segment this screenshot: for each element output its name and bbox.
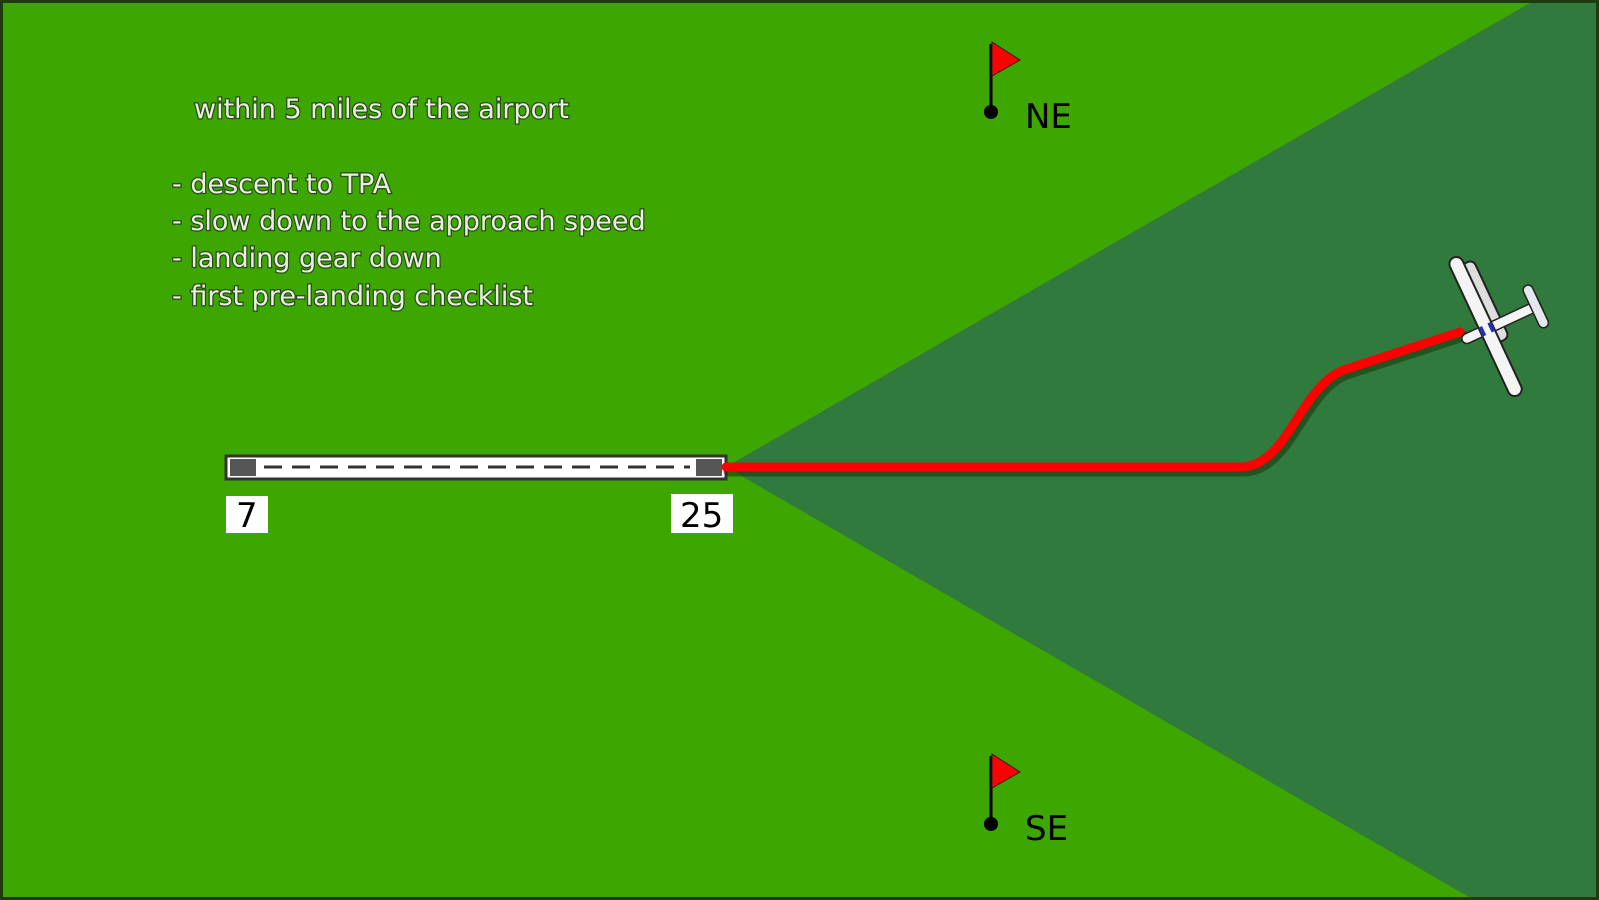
ne-marker-label: NE	[1025, 97, 1072, 137]
heading-text: within 5 miles of the airport	[194, 94, 569, 125]
runway	[224, 454, 728, 481]
checklist-item: - slow down to the approach speed	[172, 206, 646, 237]
airplane-icon	[1448, 255, 1550, 398]
runway-7-label-box	[226, 496, 268, 533]
se-marker-label: SE	[1025, 809, 1068, 849]
checklist-item: - landing gear down	[172, 243, 442, 274]
se-flag-icon	[984, 753, 1021, 831]
approach-zone-cone	[726, 3, 1596, 897]
runway-end-7: 7	[236, 496, 258, 536]
runway-end-25: 25	[680, 496, 723, 536]
checklist-item: - first pre-landing checklist	[172, 281, 533, 312]
ne-flag-icon	[984, 41, 1021, 119]
flight-path	[721, 327, 1465, 472]
flight-path-shadow	[723, 330, 1469, 477]
runway-25-label-box	[671, 494, 733, 533]
checklist-item: - descent to TPA	[172, 169, 392, 200]
